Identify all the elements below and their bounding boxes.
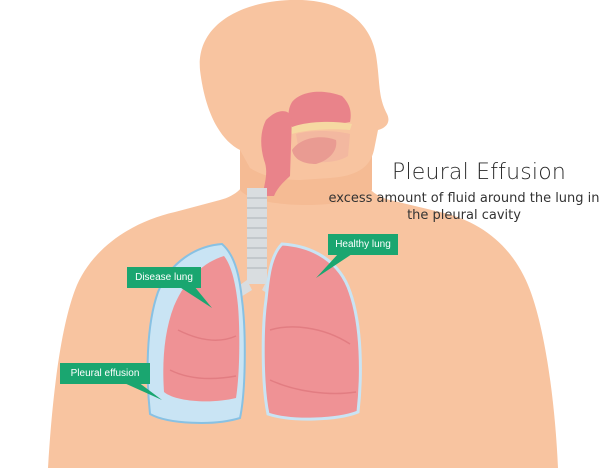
subtitle-line-1: excess amount of fluid around the lung i…	[318, 190, 607, 207]
disease-lung-label: Disease lung	[127, 267, 201, 288]
page-title: Pleural Effusion	[392, 160, 566, 185]
page-subtitle: excess amount of fluid around the lung i…	[318, 190, 607, 224]
healthy-lung-label: Healthy lung	[328, 234, 398, 255]
subtitle-line-2: the pleural cavity	[318, 207, 607, 224]
pleural-effusion-label: Pleural effusion	[60, 363, 150, 384]
